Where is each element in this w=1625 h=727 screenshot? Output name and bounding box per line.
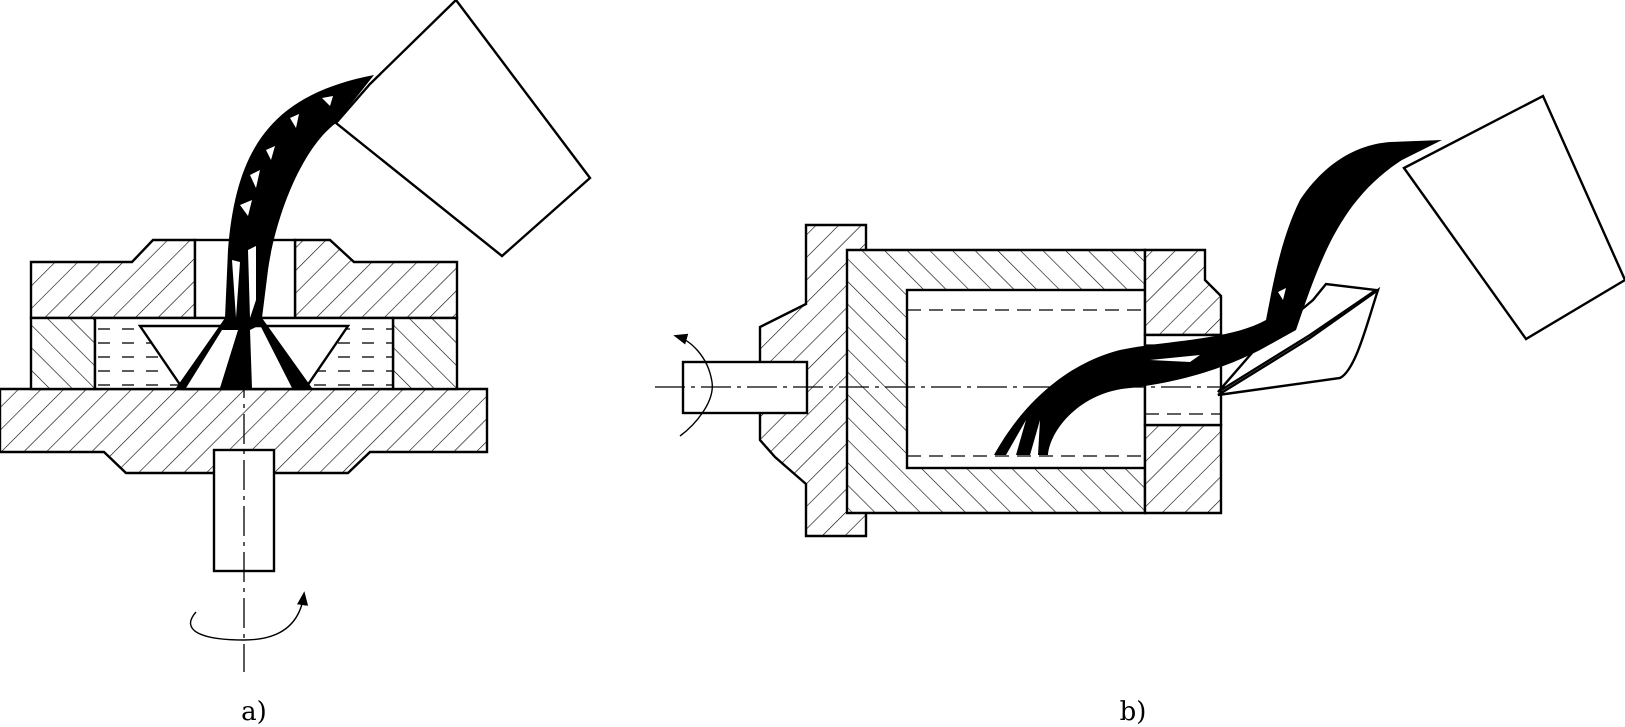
- rotation-arrow-b: [673, 333, 713, 437]
- metal-stream-b: [994, 140, 1442, 455]
- panel-a-vertical-casting: a): [0, 0, 592, 727]
- upper-cover-right-a: [293, 238, 459, 320]
- end-cover-b: [1143, 248, 1223, 337]
- mould-wall-left-a: [29, 316, 97, 391]
- panel-b-horizontal-casting: b): [655, 94, 1625, 727]
- stream-highlights-a: [232, 96, 333, 318]
- caption-b: b): [1120, 697, 1147, 727]
- end-cover-lower-b: [1143, 423, 1223, 515]
- ladle-b: [1402, 94, 1625, 341]
- ladle-a: [334, 0, 592, 258]
- metal-stream-a: [176, 75, 374, 388]
- upper-cover-left-a: [29, 238, 197, 320]
- stream-highlights-b: [1150, 288, 1286, 362]
- trough-spout-b: [1217, 286, 1381, 397]
- mould-wall-right-a: [391, 316, 459, 391]
- rotation-arrow-a: [189, 591, 309, 641]
- caption-a: a): [241, 697, 267, 727]
